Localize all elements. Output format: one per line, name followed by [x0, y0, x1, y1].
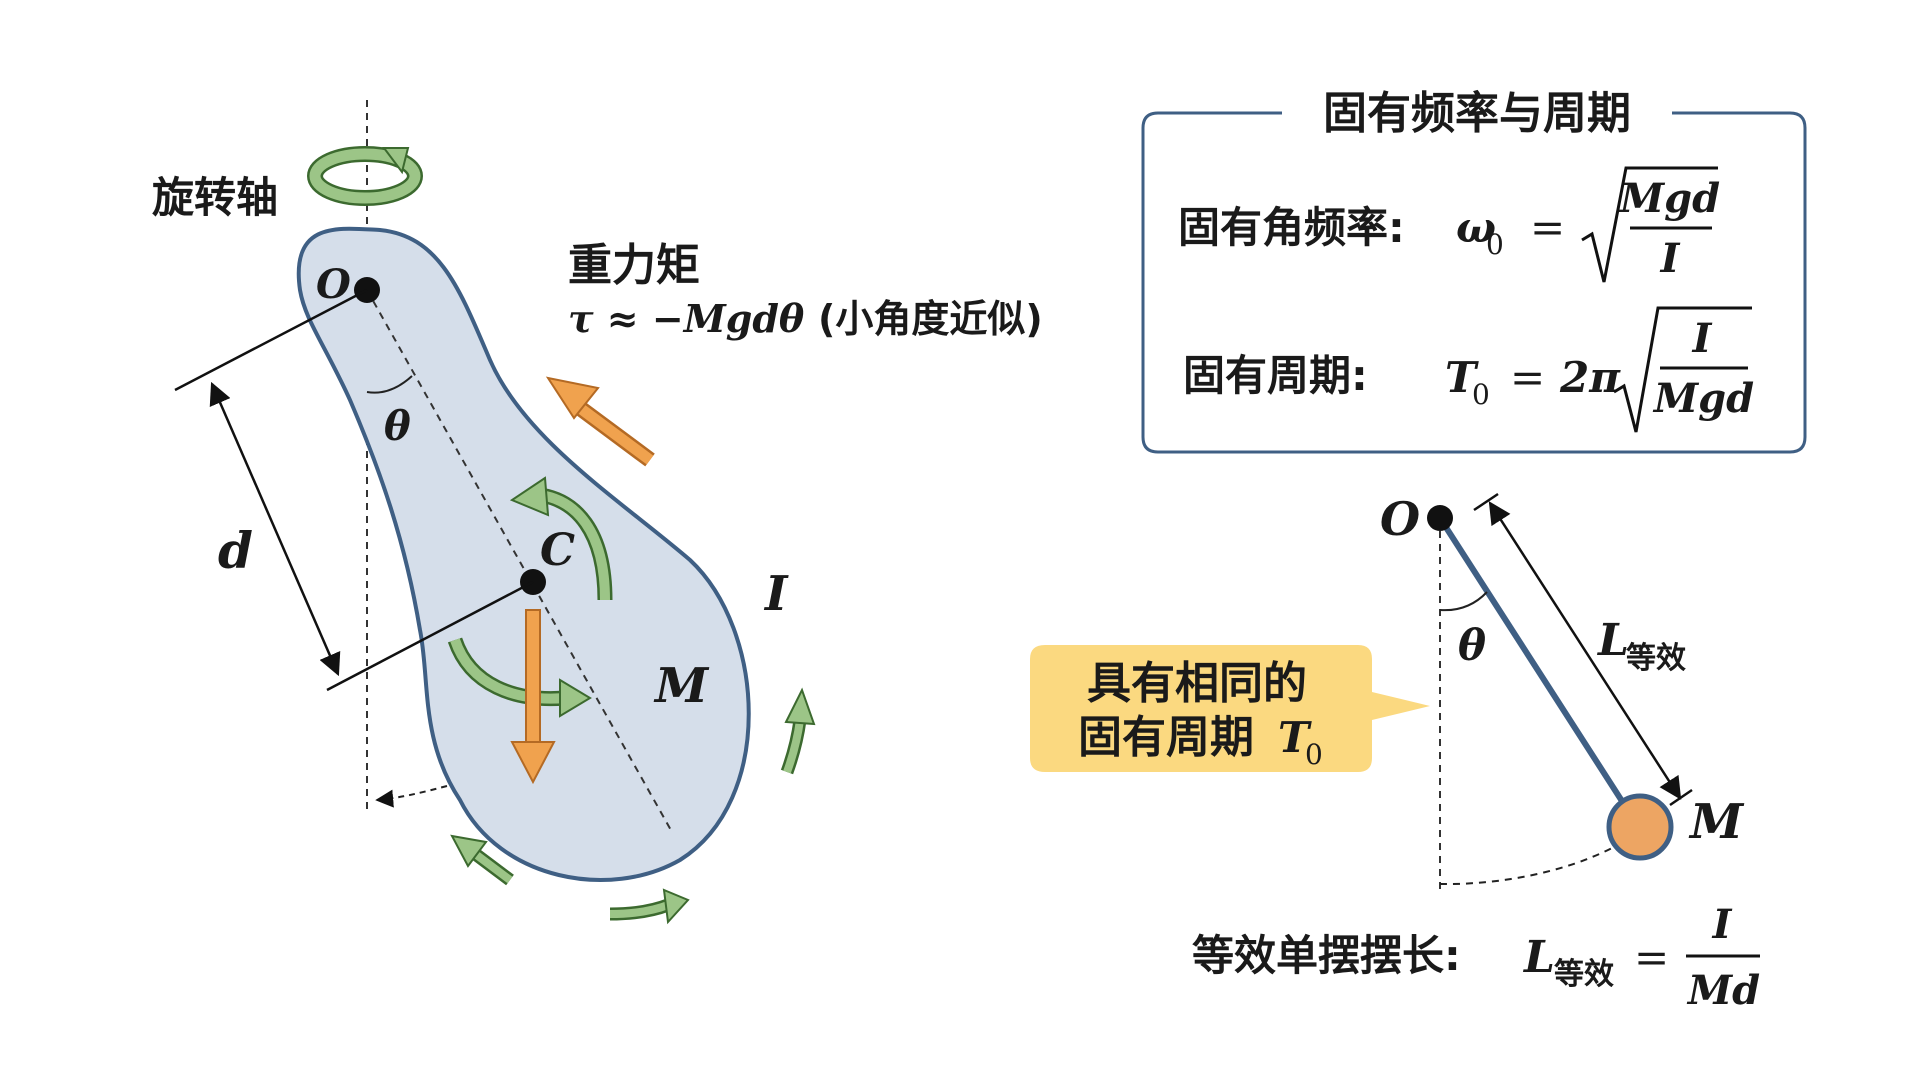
callout-line1: 具有相同的	[1087, 658, 1307, 709]
rotation-axis-label: 旋转轴	[152, 173, 278, 222]
period-radical	[1613, 306, 1752, 433]
simple-swing-arc	[1439, 847, 1613, 886]
callout-bubble	[1030, 645, 1430, 772]
oscillation-arrow-left-icon	[450, 834, 514, 886]
swing-dashed-arrow	[375, 785, 448, 808]
torque-arrow-icon	[545, 376, 655, 467]
torque-formula: τ ≈ −Mgdθ	[568, 296, 805, 341]
omega-numerator: Mgd	[1618, 175, 1720, 222]
equiv-length-denominator: Md	[1686, 967, 1760, 1014]
distance-dimension-arrow	[209, 381, 341, 677]
callout-symbol: T	[1278, 713, 1312, 762]
simple-mass-label: M	[1688, 794, 1745, 850]
period-coefficient: 2π	[1559, 353, 1621, 402]
omega-denominator: I	[1660, 235, 1681, 282]
angle-arc	[366, 375, 413, 394]
torque-title: 重力矩	[568, 240, 700, 291]
distance-extension-bottom	[326, 580, 534, 692]
center-label: C	[540, 525, 575, 576]
torque-note: (小角度近似)	[818, 297, 1043, 341]
omega-symbol: ω	[1456, 203, 1496, 252]
omega-label: 固有角频率:	[1178, 203, 1405, 252]
panel-title: 固有频率与周期	[1323, 88, 1631, 139]
equiv-length-symbol: L	[1522, 932, 1555, 983]
oscillation-arrow-bottom-icon	[609, 888, 690, 925]
omega-subscript: 0	[1486, 228, 1504, 261]
distance-label: d	[218, 521, 253, 580]
omega-radical	[1581, 166, 1718, 283]
period-symbol: T	[1445, 353, 1479, 402]
length-tick-bottom	[1669, 788, 1693, 807]
distance-extension-top	[174, 288, 368, 392]
rotation-arrow-top-icon	[509, 476, 613, 601]
simple-pivot	[1427, 505, 1453, 531]
length-dimension-arrow	[1488, 501, 1682, 800]
equiv-length-equals: =	[1634, 933, 1669, 982]
length-subscript: 等效	[1626, 641, 1686, 676]
simple-bob	[1606, 793, 1674, 861]
mass-label: M	[653, 658, 710, 714]
period-equals: =	[1510, 353, 1545, 402]
length-symbol: L	[1596, 615, 1629, 666]
equiv-length-label: 等效单摆摆长:	[1192, 931, 1461, 980]
period-label: 固有周期:	[1183, 351, 1368, 400]
equiv-length-numerator: I	[1712, 901, 1733, 948]
oscillation-arrow-right-icon	[780, 687, 816, 775]
equiv-length-subscript: 等效	[1554, 957, 1614, 992]
angle-label: θ	[384, 403, 411, 450]
length-tick-top	[1473, 492, 1499, 512]
period-subscript: 0	[1472, 378, 1490, 411]
callout-line2: 固有周期	[1078, 712, 1254, 763]
inertia-label: I	[763, 566, 789, 622]
period-denominator: Mgd	[1652, 375, 1754, 422]
simple-rod	[1437, 516, 1641, 828]
rotation-axis-icon	[307, 146, 423, 206]
simple-angle-label: θ	[1458, 621, 1486, 670]
gravity-arrow-icon	[510, 609, 556, 785]
rotation-arrow-bottom-icon	[447, 637, 592, 718]
simple-angle-arc	[1439, 591, 1488, 612]
callout-subscript: 0	[1305, 738, 1323, 771]
period-numerator: I	[1692, 315, 1713, 362]
pendulum-body	[296, 226, 751, 882]
omega-equals: =	[1530, 203, 1565, 252]
simple-pivot-label: O	[1380, 492, 1420, 546]
formula-panel-frame	[1141, 111, 1807, 454]
